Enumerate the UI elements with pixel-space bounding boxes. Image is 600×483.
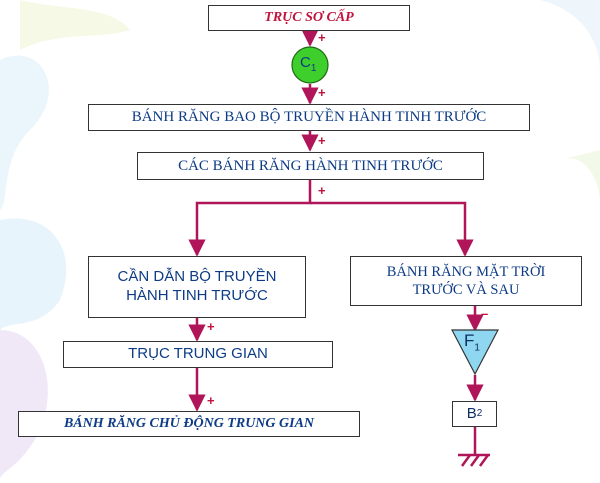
plus-sign: + xyxy=(318,85,326,100)
plus-sign: + xyxy=(318,133,326,148)
plus-sign: + xyxy=(207,319,215,334)
input-shaft-label: TRỤC SƠ CẤP xyxy=(264,10,354,26)
sun-gear-line2: TRƯỚC VÀ SAU xyxy=(412,282,520,298)
planet-gears-box: CÁC BÁNH RĂNG HÀNH TINH TRƯỚC xyxy=(137,152,484,180)
plus-sign: + xyxy=(318,30,326,45)
plus-sign: + xyxy=(318,183,326,198)
sun-gear-box: BÁNH RĂNG MẶT TRỜI TRƯỚC VÀ SAU xyxy=(350,256,582,306)
intermediate-shaft-box: TRỤC TRUNG GIAN xyxy=(63,341,333,368)
sun-gear-line1: BÁNH RĂNG MẶT TRỜI xyxy=(386,263,546,280)
clutch-c1-label: C1 xyxy=(300,54,317,74)
intermediate-drive-gear-label: BÁNH RĂNG CHỦ ĐỘNG TRUNG GIAN xyxy=(63,416,315,432)
input-shaft-box: TRỤC SƠ CẤP xyxy=(208,5,410,31)
carrier-line1: CẦN DẪN BỘ TRUYỀN xyxy=(117,268,277,286)
plus-sign: + xyxy=(207,393,215,408)
minus-sign: – xyxy=(481,306,489,321)
planet-gears-label: CÁC BÁNH RĂNG HÀNH TINH TRƯỚC xyxy=(178,157,443,174)
ring-gear-label: BÁNH RĂNG BAO BỘ TRUYỀN HÀNH TINH TRƯỚC xyxy=(131,109,487,126)
carrier-line2: HÀNH TINH TRƯỚC xyxy=(126,287,268,304)
branch-line-right xyxy=(310,201,474,257)
f1-label: F1 xyxy=(464,331,480,354)
ring-gear-box: BÁNH RĂNG BAO BỘ TRUYỀN HÀNH TINH TRƯỚC xyxy=(88,104,530,131)
branch-line xyxy=(188,180,312,257)
intermediate-shaft-label: TRỤC TRUNG GIAN xyxy=(128,345,268,363)
intermediate-drive-gear-box: BÁNH RĂNG CHỦ ĐỘNG TRUNG GIAN xyxy=(18,411,360,437)
carrier-box: CẦN DẪN BỘ TRUYỀN HÀNH TINH TRƯỚC xyxy=(88,256,306,318)
